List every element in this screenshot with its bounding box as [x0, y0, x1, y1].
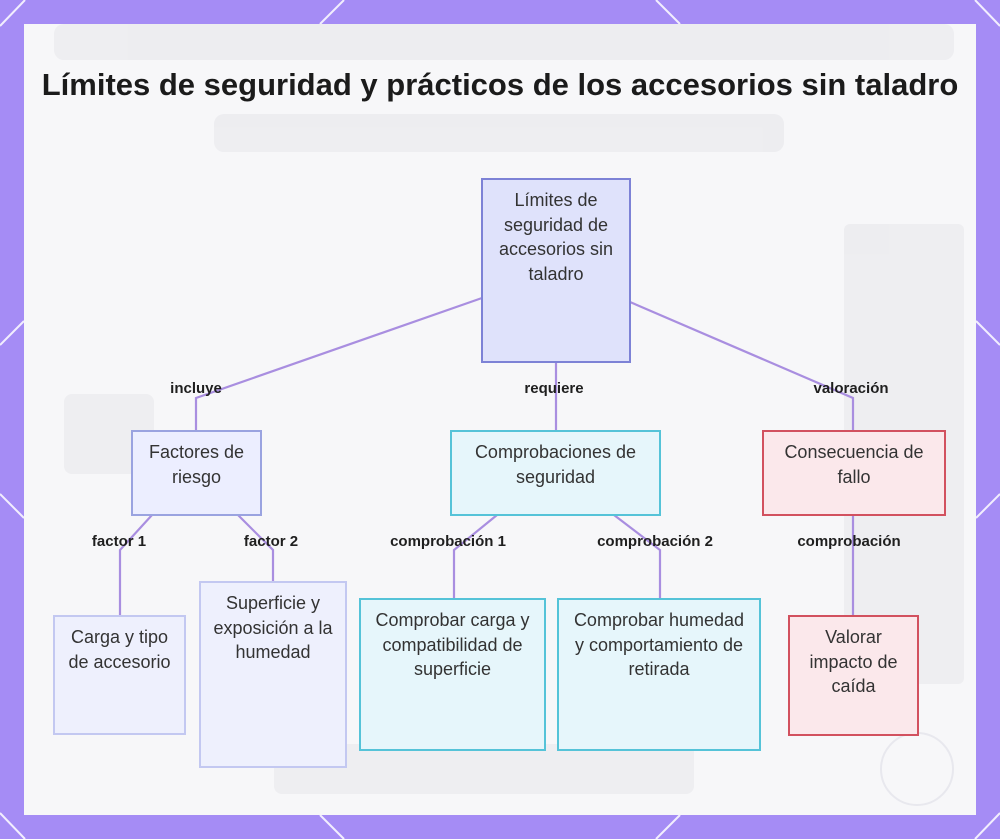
edge-label-factor-1: factor 1	[91, 533, 147, 550]
edge-root-risk	[194, 296, 483, 431]
edge-checks-load	[452, 514, 498, 599]
edge-label-assessment: valoración	[813, 380, 889, 397]
diagram-title: Límites de seguridad y prácticos de los …	[41, 67, 959, 102]
edge-label-requires: requiere	[524, 380, 584, 397]
edge-label-check-2: comprobación 2	[597, 533, 713, 550]
edge-root-consequence	[629, 300, 855, 431]
edge-label-check: comprobación	[797, 533, 901, 550]
node-fall-impact: Valorar impacto de caída	[788, 615, 919, 736]
node-risk-factors: Factores de riesgo	[131, 430, 262, 516]
edge-risk-surface	[237, 514, 275, 582]
node-safety-checks: Comprobaciones de seguridad	[450, 430, 661, 516]
blurred-background-photo	[54, 24, 964, 806]
edge-checks-humidity	[613, 514, 662, 599]
edge-label-includes: incluye	[170, 380, 222, 397]
node-check-humidity: Comprobar humedad y comportamiento de re…	[557, 598, 761, 751]
node-check-load: Comprobar carga y compatibilidad de supe…	[359, 598, 546, 751]
edge-risk-load	[118, 514, 153, 616]
node-root: Límites de seguridad de accesorios sin t…	[481, 178, 631, 363]
edge-label-factor-2: factor 2	[243, 533, 299, 550]
node-failure-consequence: Consecuencia de fallo	[762, 430, 946, 516]
node-load-type: Carga y tipo de accesorio	[53, 615, 186, 735]
node-surface-humidity: Superficie y exposición a la humedad	[199, 581, 347, 768]
edge-label-check-1: comprobación 1	[390, 533, 506, 550]
